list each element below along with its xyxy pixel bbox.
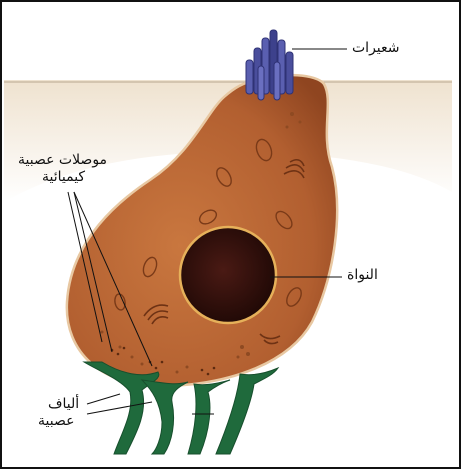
hair-bundle [246, 30, 293, 100]
nucleus [180, 227, 276, 323]
label-synapses-line2: كيميائية [42, 169, 85, 186]
label-hairs: شعيرات [352, 40, 400, 57]
label-fibers-line1: ألياف [48, 396, 79, 413]
label-nucleus: النواة [347, 267, 378, 284]
label-fibers-line2: عصبية [38, 413, 74, 430]
fibers-leader-line-1 [87, 394, 120, 404]
label-synapses-line1: موصلات عصبية [18, 152, 107, 169]
